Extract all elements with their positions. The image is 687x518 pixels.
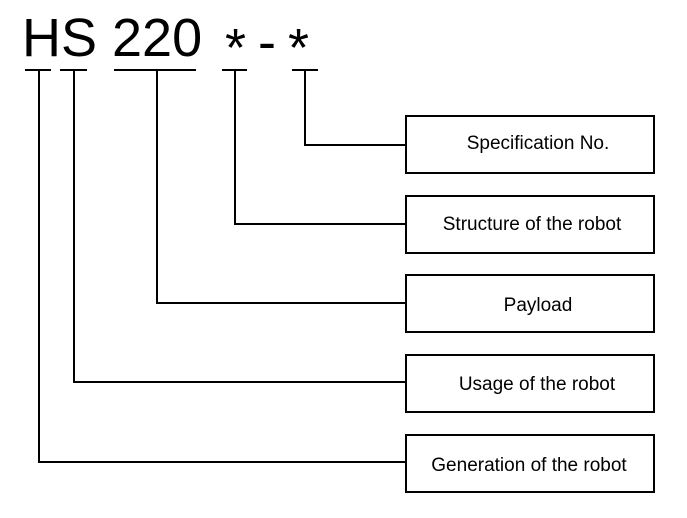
usage-box <box>405 354 655 413</box>
usage-label: Usage of the robot <box>459 374 616 395</box>
payload-label: Payload <box>504 295 573 316</box>
model-prefix-hs: HS <box>22 8 97 68</box>
specification-box <box>405 115 655 174</box>
connector-usage <box>73 70 406 383</box>
generation-label: Generation of the robot <box>431 455 627 476</box>
payload-box <box>405 274 655 333</box>
model-structure-code: * <box>225 18 246 78</box>
model-specification-code: * <box>288 18 309 78</box>
specification-label: Specification No. <box>467 133 610 154</box>
structure-box <box>405 195 655 254</box>
model-payload-code: 220 <box>112 8 202 68</box>
connector-payload <box>156 70 406 304</box>
connector-specification <box>304 70 406 146</box>
connector-structure <box>234 70 406 225</box>
model-separator: - <box>258 12 276 72</box>
generation-box <box>405 434 655 493</box>
structure-label: Structure of the robot <box>443 214 622 235</box>
connector-generation <box>38 70 406 463</box>
